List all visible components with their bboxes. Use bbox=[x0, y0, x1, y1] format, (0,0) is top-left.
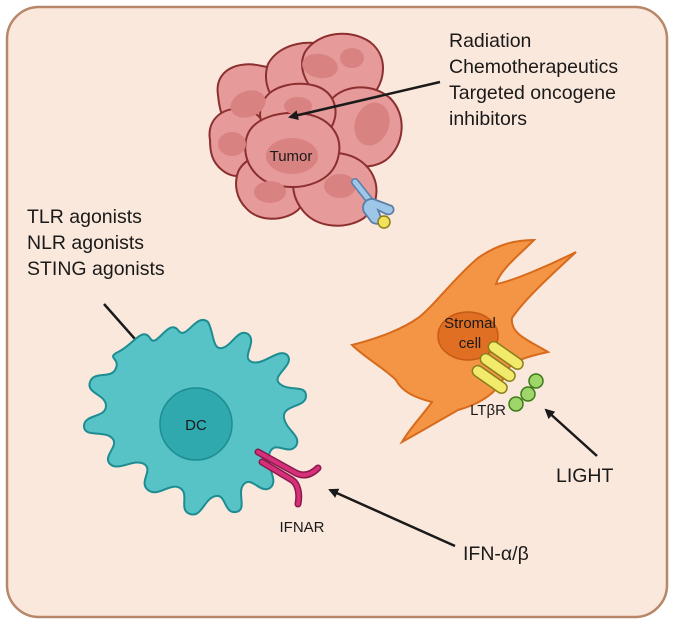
treatment-item: inhibitors bbox=[449, 108, 527, 130]
dc-nucleus bbox=[159, 387, 233, 461]
stromal-nucleus bbox=[437, 311, 499, 361]
stromal-label-line2: cell bbox=[459, 335, 482, 352]
dendritic-cell bbox=[82, 318, 308, 516]
ltbr-label: LTβR bbox=[470, 402, 506, 419]
treatment-item: Radiation bbox=[449, 30, 531, 52]
ifn-arrow bbox=[328, 488, 456, 548]
ifnar-label: IFNAR bbox=[280, 519, 325, 536]
agonist-item: NLR agonists bbox=[27, 232, 144, 254]
treatment-arrow bbox=[288, 80, 441, 121]
ifn-label: IFN-α/β bbox=[463, 543, 529, 565]
light-arrow bbox=[544, 408, 598, 457]
ifnar-receptor-icon bbox=[254, 448, 322, 508]
tumor-drug-icon bbox=[351, 178, 395, 229]
stromal-cell bbox=[349, 238, 577, 445]
agonist-list: TLR agonists NLR agonists STING agonists bbox=[27, 206, 165, 280]
ltbr-receptor-icon bbox=[471, 340, 544, 412]
tumor-treatment-list: Radiation Chemotherapeutics Targeted onc… bbox=[449, 30, 618, 130]
treatment-item: Chemotherapeutics bbox=[449, 56, 618, 78]
agonist-item: TLR agonists bbox=[27, 206, 142, 228]
light-label: LIGHT bbox=[556, 465, 614, 487]
stromal-label-line1: Stromal bbox=[444, 315, 496, 332]
treatment-item: Targeted oncogene bbox=[449, 82, 616, 104]
tumor-label: Tumor bbox=[270, 148, 313, 165]
agonist-item: STING agonists bbox=[27, 258, 165, 280]
tumor-nuclei bbox=[218, 48, 390, 203]
dc-label: DC bbox=[185, 417, 207, 434]
